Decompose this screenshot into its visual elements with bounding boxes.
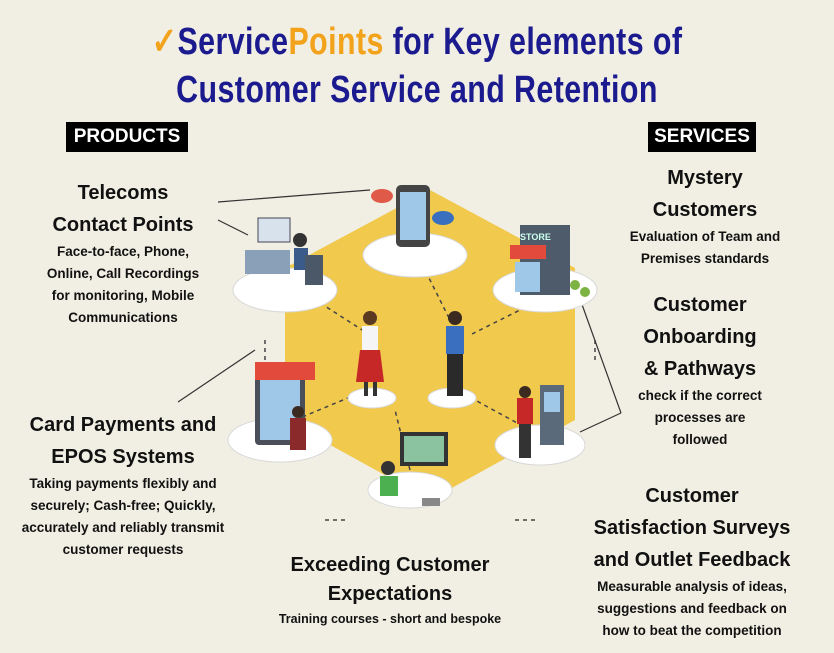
exceeding-heading-2: Expectations (327, 583, 453, 605)
onboarding-body: followed (672, 432, 728, 447)
exceeding-heading-1: Exceeding Customer (290, 554, 490, 576)
satisfaction-heading-3: and Outlet Feedback (593, 549, 791, 571)
store-sign: STORE (520, 232, 551, 242)
exceeding-expectations-block: Exceeding Customer Expectations Training… (250, 550, 530, 630)
products-label: PRODUCTS (66, 122, 188, 152)
telecoms-block: Telecoms Contact Points Face-to-face, Ph… (10, 177, 236, 329)
smartphone-icon (371, 185, 454, 247)
mystery-body: Evaluation of Team and (629, 229, 781, 244)
desk-workstation-icon (245, 217, 323, 285)
card-payments-body: accurately and reliably transmit (21, 520, 225, 535)
store-icon: STORE (510, 225, 590, 297)
mystery-body: Premises standards (640, 251, 770, 266)
customer-woman-icon (356, 311, 384, 396)
telecoms-body: for monitoring, Mobile (51, 288, 195, 303)
satisfaction-body: how to beat the competition (602, 623, 782, 638)
services-label: SERVICES (648, 122, 756, 152)
satisfaction-heading-1: Customer (645, 485, 739, 507)
telecoms-body: Communications (68, 310, 178, 325)
satisfaction-body: Measurable analysis of ideas, (597, 579, 787, 594)
exceeding-body: Training courses - short and bespoke (278, 612, 502, 626)
title-line-1: ✓ServicePoints for Key elements of (83, 22, 750, 62)
brand-service: Service (177, 21, 289, 63)
onboarding-block: Customer Onboarding & Pathways check if … (605, 289, 795, 451)
satisfaction-heading-2: Satisfaction Surveys (593, 517, 791, 539)
onboarding-body: check if the correct (638, 388, 762, 403)
card-payments-body: Taking payments flexibly and (29, 476, 217, 491)
check-icon: ✓ (151, 21, 178, 63)
vr-training-icon (380, 432, 448, 506)
satisfaction-block: Customer Satisfaction Surveys and Outlet… (582, 480, 802, 642)
market-stall-icon (255, 362, 315, 450)
card-payments-block: Card Payments and EPOS Systems Taking pa… (5, 409, 241, 561)
leader-lines (177, 189, 622, 433)
kiosk-icon (517, 385, 564, 458)
telecoms-heading-2: Contact Points (52, 214, 194, 236)
card-payments-heading-2: EPOS Systems (51, 446, 195, 468)
hexagon-background (285, 190, 575, 500)
telecoms-body: Face-to-face, Phone, (56, 244, 190, 259)
title-line-2: Customer Service and Retention (176, 69, 658, 111)
mystery-customers-block: Mystery Customers Evaluation of Team and… (605, 162, 805, 270)
telecoms-body: Online, Call Recordings (46, 266, 200, 281)
onboarding-heading-1: Customer (653, 294, 747, 316)
onboarding-body: processes are (654, 410, 746, 425)
mystery-heading-1: Mystery (667, 167, 743, 189)
telecoms-heading-1: Telecoms (77, 182, 169, 204)
customer-man-icon (446, 311, 464, 396)
brand-points: Points (288, 21, 384, 63)
title-rest: for Key elements of (383, 21, 683, 63)
onboarding-heading-3: & Pathways (643, 358, 757, 380)
card-payments-body: customer requests (62, 542, 184, 557)
onboarding-heading-2: Onboarding (643, 326, 757, 348)
card-payments-body: securely; Cash-free; Quickly, (30, 498, 216, 513)
card-payments-heading-1: Card Payments and (29, 414, 217, 436)
satisfaction-body: suggestions and feedback on (597, 601, 787, 616)
mystery-heading-2: Customers (652, 199, 758, 221)
